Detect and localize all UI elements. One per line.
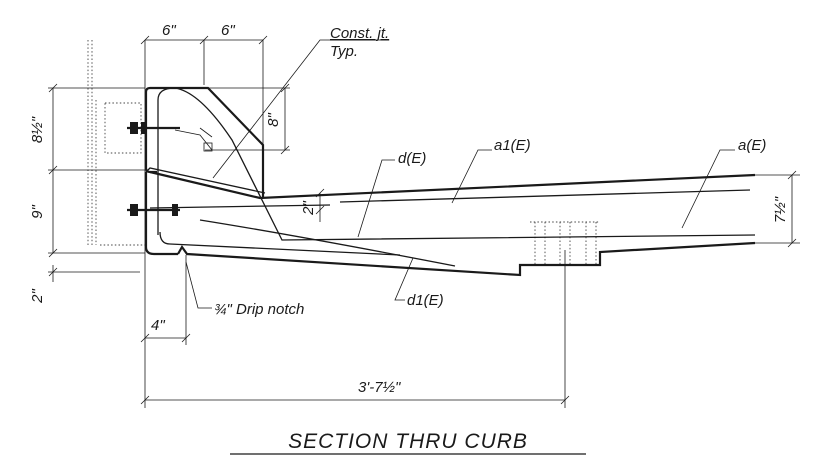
anchor-bolts xyxy=(104,102,180,216)
dim-curb-height: 8" xyxy=(265,112,282,126)
drawing-title: SECTION THRU CURB xyxy=(288,430,528,453)
dim-top-left: 6" xyxy=(162,22,176,39)
dimension-slab-gap: 2" xyxy=(300,188,325,222)
label-bar-a1: a1(E) xyxy=(494,137,531,154)
label-drip-notch: ¾" Drip notch xyxy=(214,301,304,318)
dimension-top: 6" 6" xyxy=(140,22,268,45)
dim-drip-offset: 4" xyxy=(151,317,165,334)
dim-slab-gap: 2" xyxy=(300,200,317,215)
dimension-slab-thickness: 7½" xyxy=(772,170,797,248)
dim-curb-mid: 9" xyxy=(29,204,46,218)
dim-curb-upper: 8½" xyxy=(29,116,46,143)
dim-slab-thickness: 7½" xyxy=(772,196,789,223)
dim-curb-low: 2" xyxy=(29,288,46,303)
dimension-curb-height: 8" xyxy=(265,83,290,155)
label-const-jt-typ: Typ. xyxy=(330,43,358,60)
concrete-outline xyxy=(144,86,756,277)
leader-lines xyxy=(185,39,735,309)
rebar xyxy=(149,87,756,267)
label-bar-a: a(E) xyxy=(738,137,766,154)
label-bar-d1: d1(E) xyxy=(407,292,444,309)
dim-overall: 3'-7½" xyxy=(358,379,401,396)
label-const-jt: Const. jt. xyxy=(330,25,389,42)
dimension-overall: 3'-7½" xyxy=(140,379,570,405)
dim-top-right: 6" xyxy=(221,22,235,39)
dimension-drip-offset: 4" xyxy=(140,317,191,343)
extension-lines xyxy=(48,40,800,408)
label-bar-d: d(E) xyxy=(398,150,426,167)
dimension-left: 8½" 9" 2" xyxy=(29,83,58,304)
